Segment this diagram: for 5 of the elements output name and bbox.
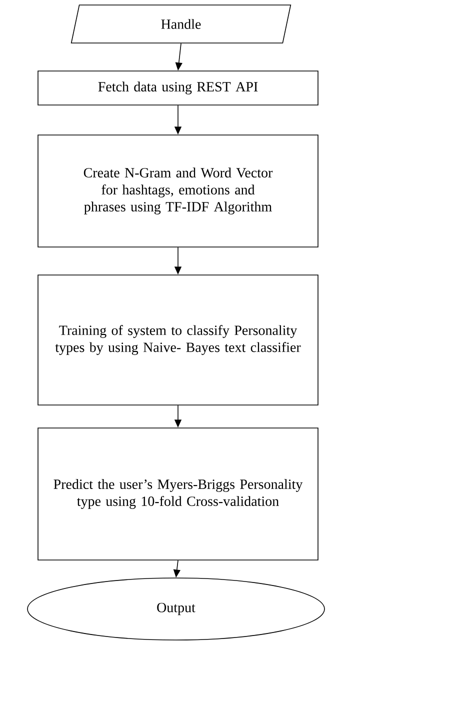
- process-box: Predict the user’s Myers-Briggs Personality type using 10-fold Cross-validation: [38, 428, 318, 560]
- process-box: Fetch data using REST API: [38, 70, 318, 106]
- process-box: Training of system to classify Personality types by using Naive- Bayes text classifier: [38, 274, 318, 406]
- process-box: Create N-Gram and Word Vector for hashtags, emotions and phrases using TF-IDF Algorithm: [38, 134, 318, 248]
- input-parallelogram: Handle: [70, 4, 292, 44]
